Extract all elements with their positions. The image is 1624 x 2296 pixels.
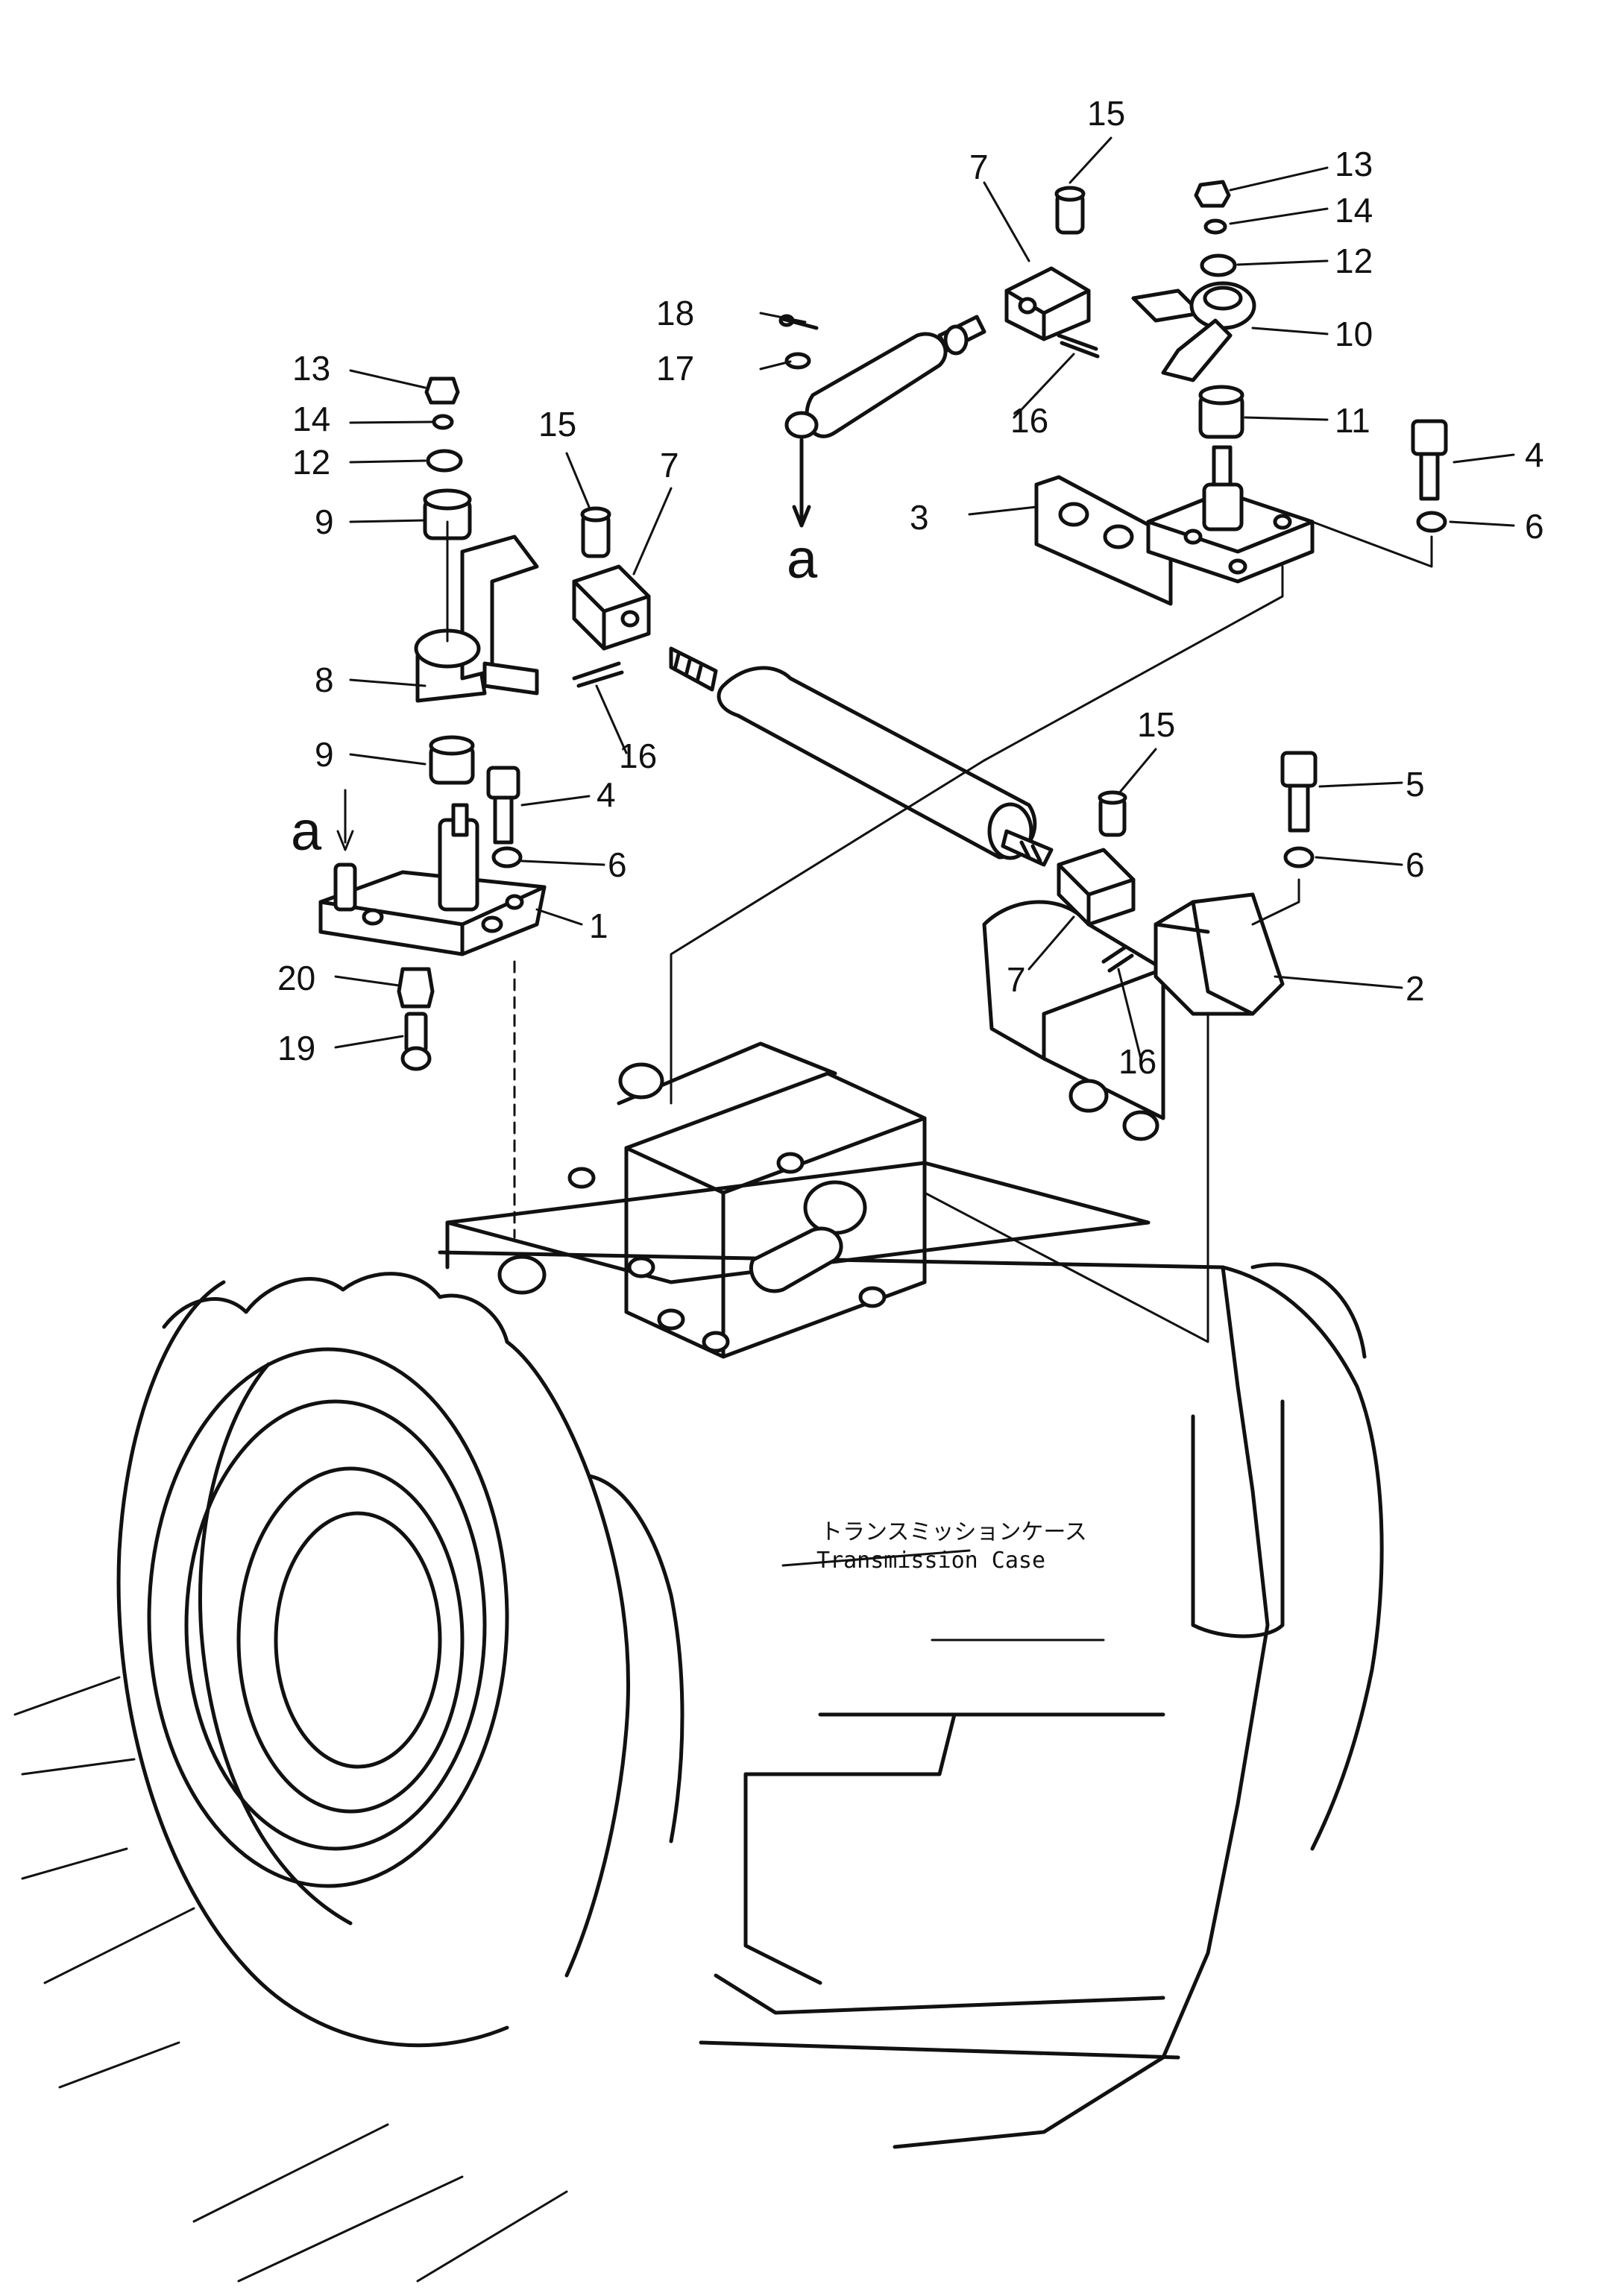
rod-assembly-upper	[778, 314, 986, 528]
reference-mark-a-top: a	[787, 528, 818, 590]
rod-assembly-main	[669, 646, 1054, 867]
callout-4: 4	[597, 775, 616, 814]
reference-mark-a-left: a	[291, 800, 322, 862]
callout-7: 7	[1007, 960, 1026, 999]
lever-8	[414, 376, 539, 785]
clevis-left	[572, 506, 651, 688]
callout-labels: 15 7 13 14 12 10 11 16 18 17 3 4 6 13 14…	[277, 94, 1544, 1081]
callout-9: 9	[315, 502, 334, 541]
callout-9: 9	[315, 735, 334, 774]
callout-15: 15	[1137, 705, 1175, 744]
callout-3: 3	[910, 498, 929, 537]
callout-8: 8	[315, 660, 334, 699]
bracket-3	[670, 419, 1448, 1105]
bracket-plate-1	[318, 766, 547, 1239]
callout-12: 12	[1335, 242, 1373, 280]
callout-17: 17	[656, 349, 694, 388]
callout-16: 16	[619, 737, 657, 775]
callout-14: 14	[292, 400, 330, 438]
callout-15: 15	[1087, 94, 1125, 133]
bracket-2	[923, 751, 1318, 1343]
callout-6: 6	[608, 845, 627, 884]
lever-10	[1131, 180, 1256, 439]
callout-6: 6	[1525, 507, 1544, 546]
control-valve-block	[445, 900, 1165, 1359]
callout-16: 16	[1118, 1042, 1156, 1081]
transmission-case	[13, 1250, 1384, 2283]
callout-13: 13	[292, 349, 330, 388]
callout-10: 10	[1335, 315, 1373, 353]
case-caption: トランスミッションケース Transmission Case	[816, 1519, 1087, 1574]
callout-11: 11	[1335, 401, 1370, 440]
callout-7: 7	[969, 148, 989, 186]
callout-7: 7	[660, 446, 679, 485]
callout-15: 15	[538, 405, 576, 444]
callout-20: 20	[277, 959, 315, 997]
callout-13: 13	[1335, 145, 1373, 183]
callout-12: 12	[292, 443, 330, 482]
callout-5: 5	[1406, 765, 1425, 804]
clevis-top-right	[1004, 186, 1100, 359]
callout-18: 18	[656, 294, 694, 332]
caption-english: Transmission Case	[816, 1548, 1045, 1574]
callout-14: 14	[1335, 191, 1373, 230]
caption-japanese: トランスミッションケース	[820, 1519, 1087, 1545]
callout-4: 4	[1525, 435, 1544, 474]
callout-16: 16	[1010, 401, 1048, 440]
callout-2: 2	[1406, 969, 1425, 1008]
callout-19: 19	[277, 1029, 315, 1067]
clevis-lower-right	[1057, 790, 1136, 973]
callout-6: 6	[1406, 845, 1425, 884]
callout-leaders	[334, 136, 1515, 1060]
callout-1: 1	[589, 906, 608, 945]
